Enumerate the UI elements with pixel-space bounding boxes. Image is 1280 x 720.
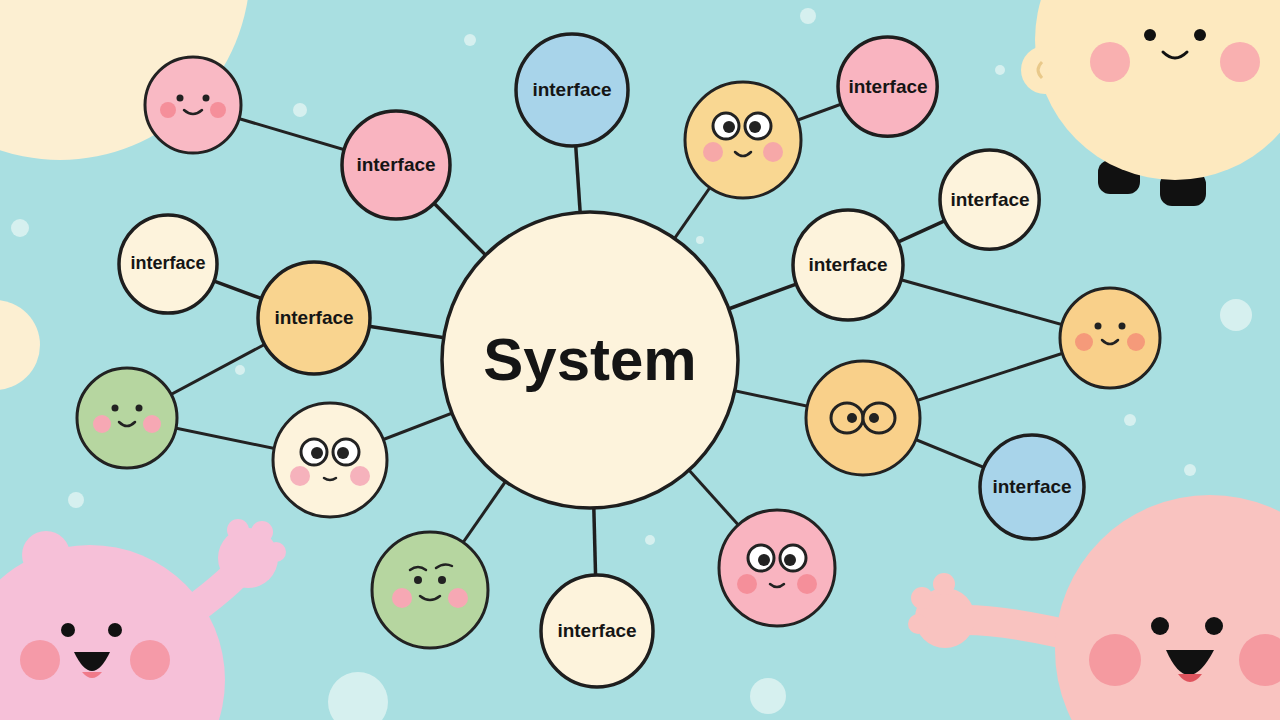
interface-circle: interface bbox=[978, 433, 1086, 541]
interface-label: interface bbox=[950, 190, 1029, 211]
interface-label: interface bbox=[848, 77, 927, 98]
background-blob bbox=[0, 300, 40, 390]
connector-line bbox=[594, 509, 596, 574]
interface-circle: interface bbox=[539, 573, 655, 689]
character-top-right bbox=[1021, 0, 1280, 206]
connector-line bbox=[370, 327, 442, 338]
interface-label: interface bbox=[532, 80, 611, 101]
character-bottom-left bbox=[0, 519, 286, 720]
character-bottom-right bbox=[908, 495, 1280, 720]
face bbox=[1060, 288, 1160, 388]
interface-label: interface bbox=[808, 255, 887, 276]
interface-circle: interface bbox=[836, 35, 939, 138]
system-circle: System bbox=[440, 210, 740, 510]
face-circles bbox=[77, 57, 1160, 648]
interface-label: interface bbox=[274, 308, 353, 329]
interface-label: interface bbox=[356, 155, 435, 176]
connector-line bbox=[576, 147, 580, 211]
face bbox=[77, 368, 177, 468]
interface-label: interface bbox=[992, 477, 1071, 498]
face-link-lines bbox=[127, 87, 1110, 590]
interface-circle: interface bbox=[117, 213, 219, 315]
system-label: System bbox=[483, 327, 696, 393]
face bbox=[719, 510, 835, 626]
interface-label: interface bbox=[130, 254, 205, 274]
connector-line bbox=[730, 284, 796, 308]
interface-label: interface bbox=[557, 621, 636, 642]
face bbox=[685, 82, 801, 198]
interface-circle: interface bbox=[791, 208, 905, 322]
face bbox=[145, 57, 241, 153]
face bbox=[372, 532, 488, 648]
interface-circle: interface bbox=[514, 32, 630, 148]
interface-circle: interface bbox=[256, 260, 372, 376]
interface-circle: interface bbox=[340, 109, 452, 221]
face bbox=[806, 361, 920, 475]
connector-line bbox=[435, 204, 485, 254]
interface-circle: interface bbox=[938, 148, 1041, 251]
background-blob bbox=[0, 0, 250, 160]
face bbox=[273, 403, 387, 517]
connector-line bbox=[215, 281, 261, 298]
connector-line bbox=[899, 221, 944, 242]
